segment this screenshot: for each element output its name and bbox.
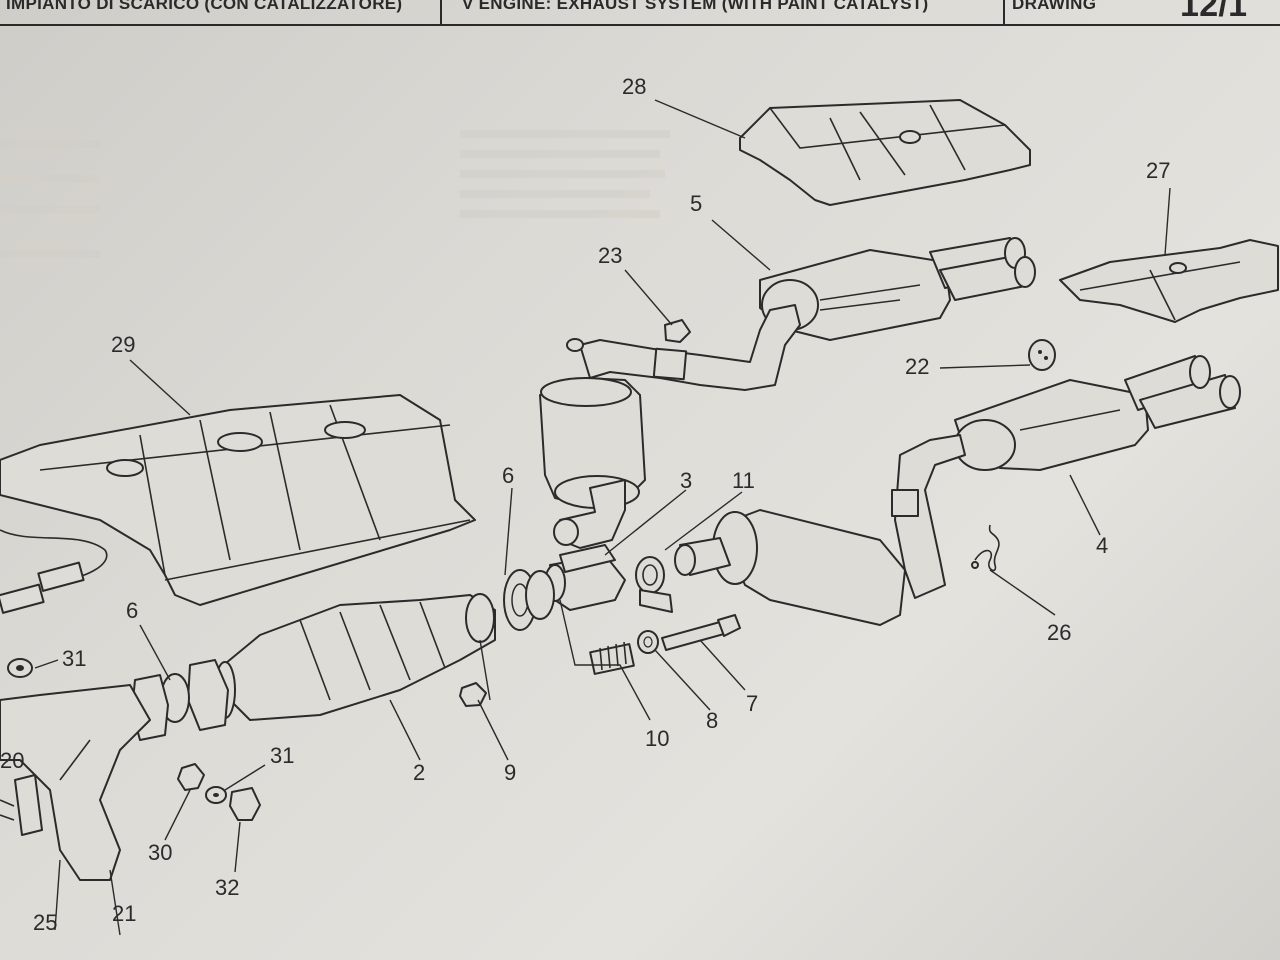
leader-lines: [34, 99, 1171, 936]
oxygen-sensor-lead: [0, 529, 108, 614]
washer-part-31-left: [7, 658, 33, 678]
callout-27: 27: [1146, 158, 1171, 183]
rubber-mount-part-22: [1028, 339, 1056, 371]
spring-sleeve-part-10: [589, 641, 635, 675]
bolt-part-7: [661, 614, 741, 651]
callout-8: 8: [706, 708, 719, 733]
callout-31-right: 31: [270, 743, 295, 768]
callout-11: 11: [732, 468, 755, 493]
callout-31-left: 31: [62, 646, 87, 671]
middle-muffler-lower: [674, 509, 906, 626]
nut-part-30: [177, 763, 205, 791]
callout-32: 32: [215, 875, 240, 900]
pipe-adaptor-part-3: [544, 544, 626, 611]
callout-26: 26: [1047, 620, 1072, 645]
callout-4: 4: [1096, 533, 1109, 558]
callout-20: 20: [0, 748, 25, 773]
clamp-nut-part-23: [664, 319, 691, 343]
catalytic-converter-part-2: [214, 593, 496, 721]
spring-part-26: [971, 524, 1000, 572]
header-title-italian: IMPIANTO DI SCARICO (CON CATALIZZATORE): [6, 0, 403, 13]
callout-22: 22: [905, 354, 930, 379]
intermediate-pipe-upper: [566, 304, 801, 391]
callout-23: 23: [598, 243, 623, 268]
callout-29: 29: [111, 332, 136, 357]
cap-nut-part-32: [229, 787, 261, 821]
rear-muffler-lower-part-4: [954, 355, 1241, 471]
gasket-part-6-right: [503, 569, 555, 631]
callout-7: 7: [746, 691, 759, 716]
heat-shield-upper-part-28: [739, 99, 1031, 206]
callout-28: 28: [622, 74, 647, 99]
callout-2: 2: [413, 760, 426, 785]
rear-muffler-upper-part-5: [759, 237, 1036, 341]
header-divider: [1003, 0, 1005, 24]
callout-9: 9: [504, 760, 517, 785]
callout-25: 25: [33, 910, 58, 935]
heat-shield-right-part-27: [1059, 239, 1279, 323]
header-drawing-label: DRAWING: [1012, 0, 1097, 13]
header-strip: IMPIANTO DI SCARICO (CON CATALIZZATORE) …: [0, 0, 1280, 26]
intermediate-pipe-lower: [891, 434, 966, 599]
callout-6-upper: 6: [502, 463, 515, 488]
bracket-part-20: [0, 774, 43, 836]
callout-3: 3: [680, 468, 693, 493]
front-y-pipe: [0, 684, 151, 881]
middle-muffler-upper: [539, 377, 646, 549]
callout-5: 5: [690, 191, 703, 216]
gasket-part-6-left: [131, 659, 229, 741]
header-divider: [440, 0, 442, 24]
callout-21: 21: [112, 901, 137, 926]
callout-10: 10: [645, 726, 670, 751]
washer-part-31-right: [205, 786, 227, 804]
clamp-part-11: [635, 556, 673, 613]
callout-6-lower: 6: [126, 598, 139, 623]
bleed-through-text: [0, 130, 670, 258]
heat-shield-large-part-29: [0, 394, 476, 606]
header-page-code: 12/1: [1180, 0, 1248, 22]
nut-part-9: [459, 682, 487, 707]
washer-part-8: [637, 630, 659, 654]
header-title-english: V ENGINE: EXHAUST SYSTEM (WITH PAINT CAT…: [462, 0, 929, 13]
callout-30: 30: [148, 840, 173, 865]
